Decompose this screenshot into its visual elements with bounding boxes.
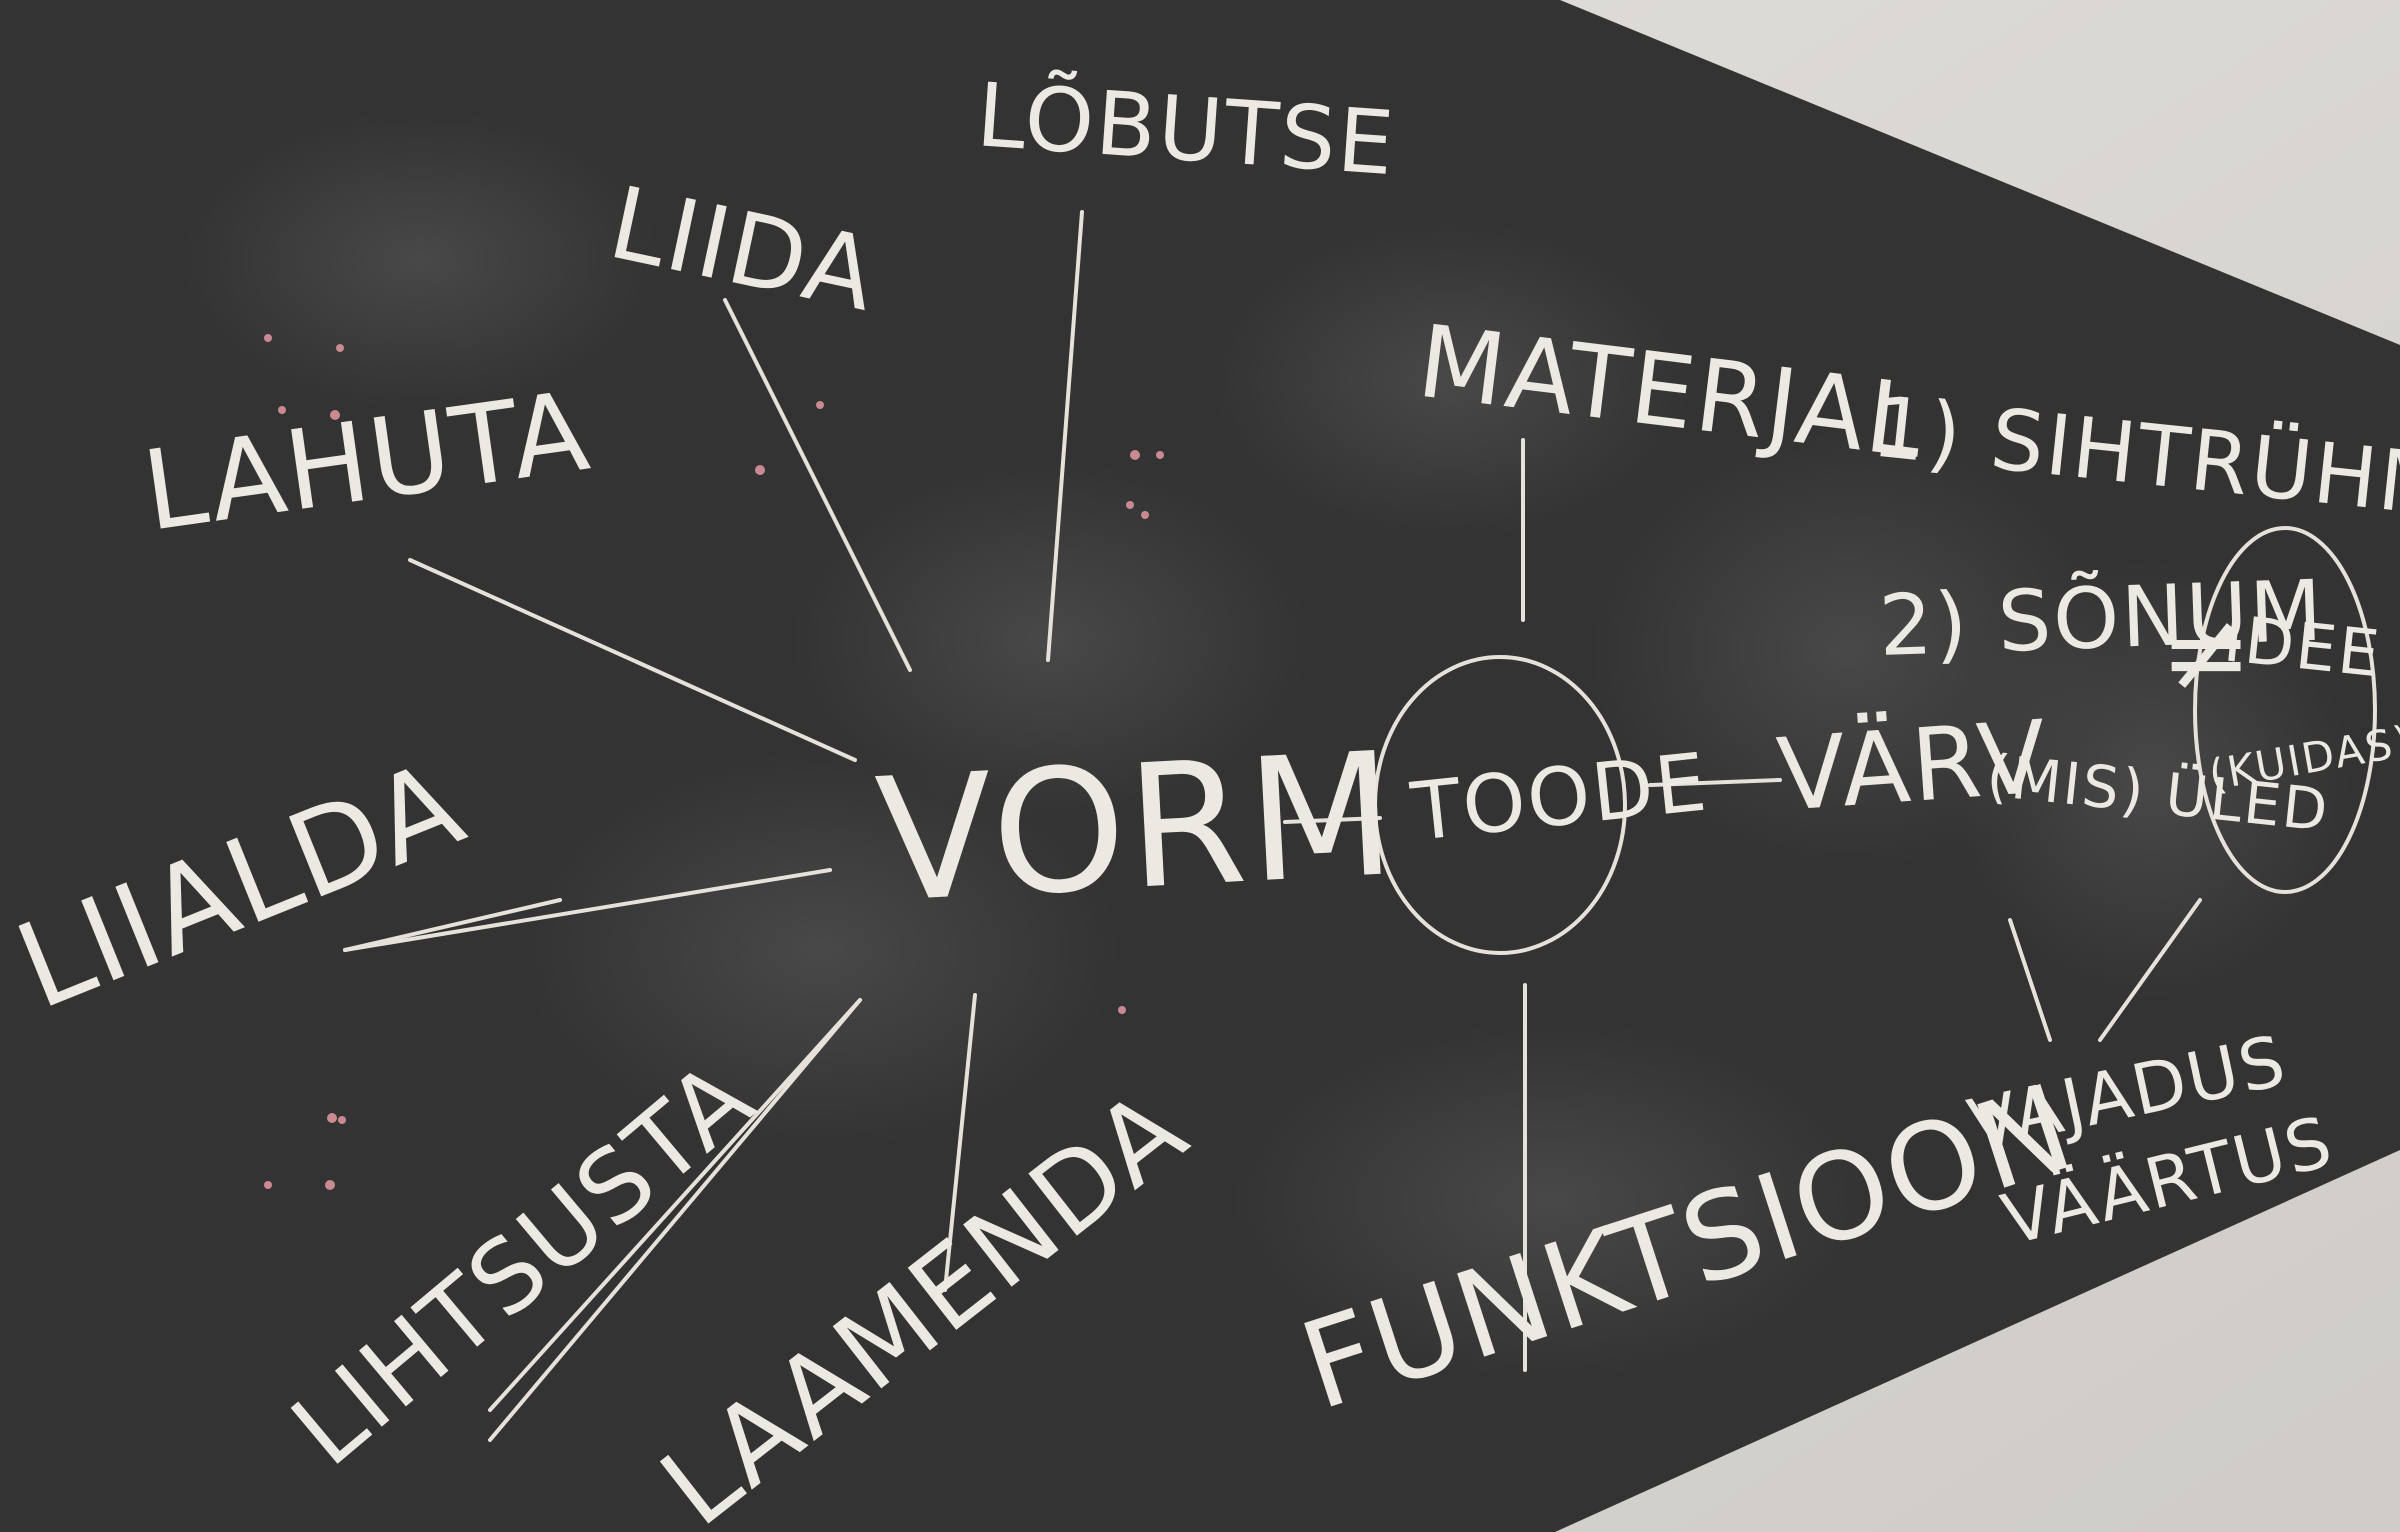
underlines <box>343 898 862 1442</box>
word-varv: VÄRV <box>1774 698 2052 834</box>
word-sonum: 2) SÕNUM <box>1877 562 2325 675</box>
word-vorm: VORM <box>872 716 1402 941</box>
product-circle <box>1373 655 1627 955</box>
word-idee: IDEE <box>2220 602 2384 692</box>
idea-circle <box>2193 526 2377 894</box>
connector-lines <box>343 210 2202 1412</box>
word-not-equal: ≠ <box>2160 588 2254 716</box>
pink-chalk-dots <box>264 334 1164 1190</box>
